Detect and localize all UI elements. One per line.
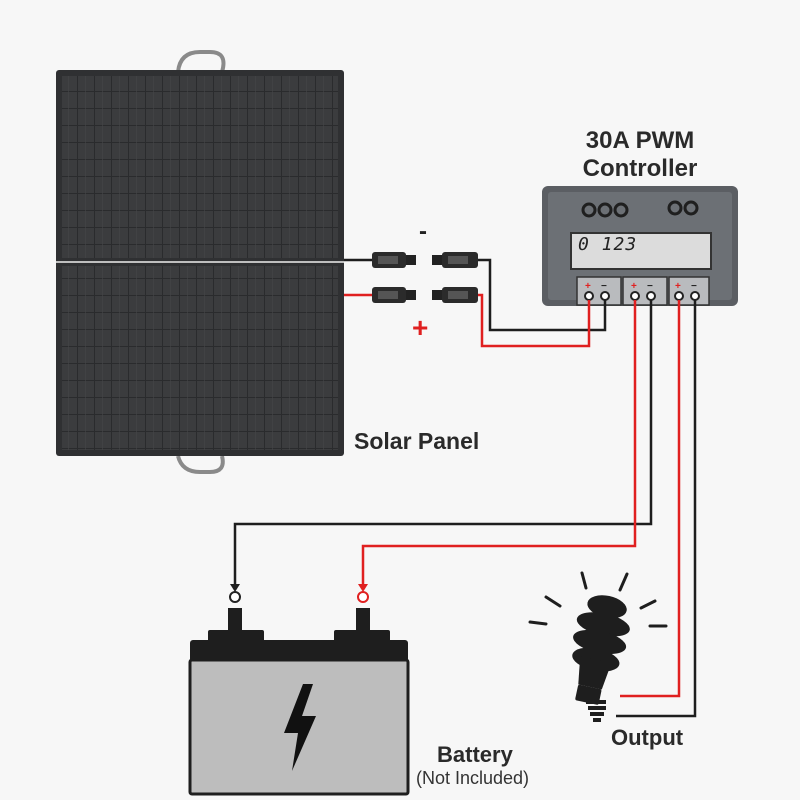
battery-note: (Not Included) [416,768,530,788]
battery-positive-wire [361,300,637,585]
controller-positive-input-wire [478,293,591,348]
positive-sign: + [412,312,429,343]
output-positive-wire [620,300,681,698]
negative-sign: - [419,218,427,245]
svg-text:+: + [675,281,681,292]
solar-panel-icon [56,50,344,474]
battery-label: Battery [437,742,513,767]
controller-icon: +− +− +− [542,186,738,306]
controller-label: 30A PWM Controller [582,127,698,182]
lightning-bolt-icon [284,684,316,771]
svg-text:+: + [631,281,637,292]
svg-text:−: − [691,281,697,292]
svg-text:−: − [647,281,653,292]
mc4-connector-icon [372,252,478,303]
battery-icon [188,591,410,796]
output-negative-wire [616,300,697,718]
wire-arrows [230,584,368,592]
light-bulb-icon [528,571,668,722]
solar-panel-label: Solar Panel [354,428,480,454]
controller-negative-input-wire [478,258,607,332]
svg-text:−: − [601,281,607,292]
lcd-readout: 0 123 [578,234,638,255]
wires [233,258,697,718]
battery-negative-wire [233,300,653,585]
output-label: Output [611,725,684,750]
svg-text:+: + [585,281,591,292]
